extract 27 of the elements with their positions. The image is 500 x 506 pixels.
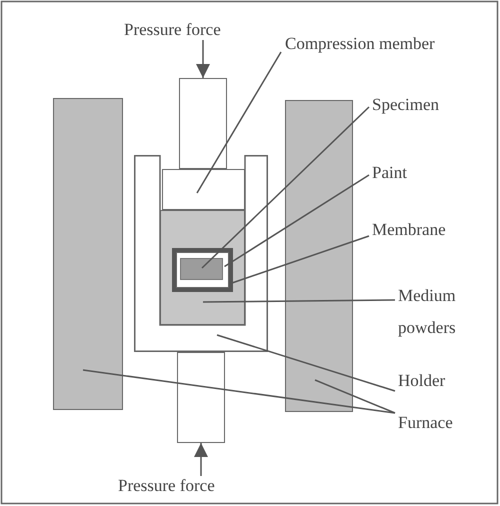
leader-line — [203, 299, 395, 303]
leader-line — [216, 334, 396, 392]
force-arrow — [196, 40, 210, 78]
leader-line — [201, 106, 370, 269]
specimen-block — [180, 258, 223, 280]
furnace-wall — [285, 100, 353, 412]
part-label: Pressure force — [124, 20, 221, 40]
part-label: Furnace — [398, 413, 453, 433]
part-label: Holder — [398, 371, 446, 391]
part-label: Pressure force — [118, 476, 215, 496]
holder-cup — [134, 155, 268, 352]
compression-block — [162, 169, 245, 210]
part-label: Specimen — [372, 95, 440, 115]
part-label: Medium powders — [398, 280, 470, 344]
leader-line — [82, 369, 396, 414]
furnace-wall — [53, 98, 123, 410]
leader-line — [224, 174, 370, 268]
part-label: Membrane — [372, 220, 446, 240]
part-label: Compression member — [285, 34, 435, 54]
medium-powder-fill — [160, 210, 245, 325]
force-arrow — [194, 443, 208, 476]
leader-line — [196, 52, 282, 194]
compression-rod — [179, 78, 227, 169]
leader-line — [314, 379, 396, 414]
part-label: Paint — [372, 163, 407, 183]
compression-rod — [177, 352, 225, 443]
leader-line — [230, 235, 370, 284]
